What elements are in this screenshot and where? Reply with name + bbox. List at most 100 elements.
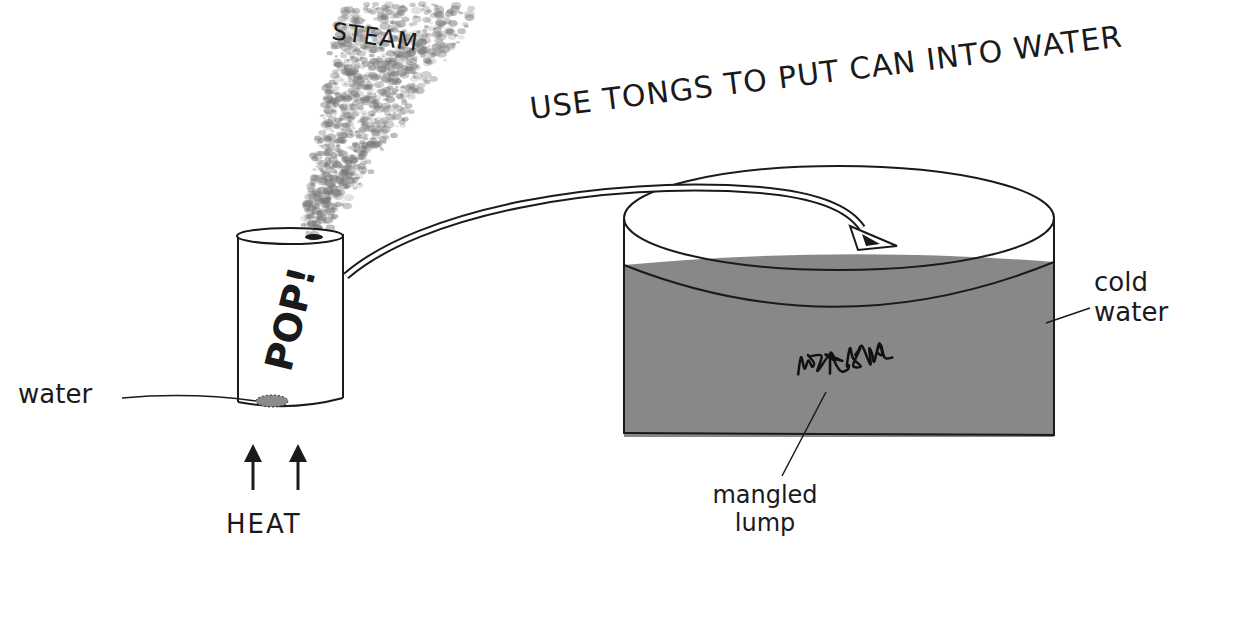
steam-puff xyxy=(348,166,354,170)
steam-puff xyxy=(326,120,331,123)
steam-puff xyxy=(333,193,339,197)
steam-puff xyxy=(333,82,338,86)
steam-puff xyxy=(349,108,354,111)
steam-puff xyxy=(393,111,396,113)
steam-puff xyxy=(373,93,376,95)
steam-puff xyxy=(421,46,424,48)
steam-puff xyxy=(435,41,445,48)
steam-puff xyxy=(323,129,326,131)
steam-puff xyxy=(426,52,434,58)
heat-arrow xyxy=(297,460,300,490)
steam-puff xyxy=(329,160,334,164)
steam-puff xyxy=(324,97,328,100)
steam-puff xyxy=(323,217,333,224)
steam-puff xyxy=(450,11,457,16)
steam-puff xyxy=(346,96,353,101)
heat-arrowhead xyxy=(289,444,307,462)
steam-puff xyxy=(429,22,433,25)
tub-rim xyxy=(624,166,1054,270)
steam-puff xyxy=(325,88,330,92)
steam-puff xyxy=(358,183,361,185)
steam-puff xyxy=(323,203,330,208)
steam-puff xyxy=(323,149,333,156)
steam-puff xyxy=(406,90,410,93)
steam-puff xyxy=(343,183,351,188)
steam-puff xyxy=(423,17,432,23)
steam-puff xyxy=(374,83,381,88)
steam-puff xyxy=(341,79,344,81)
steam-puff xyxy=(343,156,347,159)
steam-puff xyxy=(306,231,310,233)
can-water xyxy=(256,395,288,407)
water-label: water xyxy=(18,380,92,410)
steam-puff xyxy=(436,33,442,37)
steam-puff xyxy=(337,137,347,144)
steam-puff xyxy=(354,131,358,134)
steam-puff xyxy=(438,10,444,14)
steam-puff xyxy=(325,125,333,130)
steam-puff xyxy=(342,92,346,95)
steam-puff xyxy=(464,10,475,17)
steam-puff xyxy=(363,147,370,152)
steam-puff xyxy=(346,146,351,149)
steam-puff xyxy=(395,55,402,60)
steam-puff xyxy=(367,141,377,148)
steam-puff xyxy=(344,194,355,201)
steam-puff xyxy=(352,142,358,147)
steam-puff xyxy=(373,100,378,104)
steam-puff xyxy=(372,6,375,8)
steam-puff xyxy=(390,63,401,71)
steam-puff xyxy=(356,91,364,96)
steam-puff xyxy=(411,7,422,15)
steam-puff xyxy=(344,83,348,86)
steam-puff xyxy=(317,196,321,199)
steam-puff xyxy=(324,144,328,147)
steam-puff xyxy=(447,15,451,18)
steam-puff xyxy=(336,144,340,147)
steam-puff xyxy=(427,45,430,47)
steam-puff xyxy=(381,15,387,19)
steam-puff xyxy=(380,148,385,151)
steam-puff xyxy=(371,122,379,127)
steam-puff xyxy=(438,25,441,27)
can-body: POP! xyxy=(238,238,343,400)
steam-puff xyxy=(439,24,445,28)
steam-puff xyxy=(415,65,418,67)
steam-puff xyxy=(358,106,364,110)
steam-puff xyxy=(336,145,341,149)
steam-puff xyxy=(373,100,377,103)
steam-puff xyxy=(336,132,343,137)
steam-puff xyxy=(344,6,354,13)
steam-puff xyxy=(347,117,355,122)
steam-puff xyxy=(385,96,395,103)
steam-puff xyxy=(312,168,317,171)
steam-puff xyxy=(360,150,364,153)
steam-puff xyxy=(385,64,389,67)
leader-line xyxy=(782,392,826,476)
can-bottom xyxy=(238,398,343,406)
instruction-note: USE TONGS TO PUT CAN INTO WATER xyxy=(528,19,1124,126)
steam-puff xyxy=(336,186,340,189)
steam-puff xyxy=(444,59,447,61)
lump-label: mangled lump xyxy=(700,482,830,537)
steam-puff xyxy=(338,164,344,168)
steam-puff xyxy=(368,169,375,174)
steam-puff xyxy=(382,70,386,73)
steam-puff xyxy=(362,95,370,101)
steam-puff xyxy=(363,75,369,79)
steam-puff xyxy=(340,54,347,59)
steam-puff xyxy=(437,47,445,53)
steam-puff xyxy=(376,7,380,10)
steam-puff xyxy=(364,159,371,164)
mangled-lump xyxy=(798,343,893,375)
steam-puff xyxy=(331,130,335,133)
steam-puff xyxy=(333,123,341,129)
steam-puff xyxy=(385,5,389,8)
steam-puff xyxy=(323,169,330,174)
leader-line xyxy=(1046,308,1090,323)
steam-puff xyxy=(342,118,346,121)
steam-puff xyxy=(357,166,367,173)
steam-puff xyxy=(400,85,405,88)
steam-puff xyxy=(453,34,458,38)
steam-puff xyxy=(312,154,322,161)
